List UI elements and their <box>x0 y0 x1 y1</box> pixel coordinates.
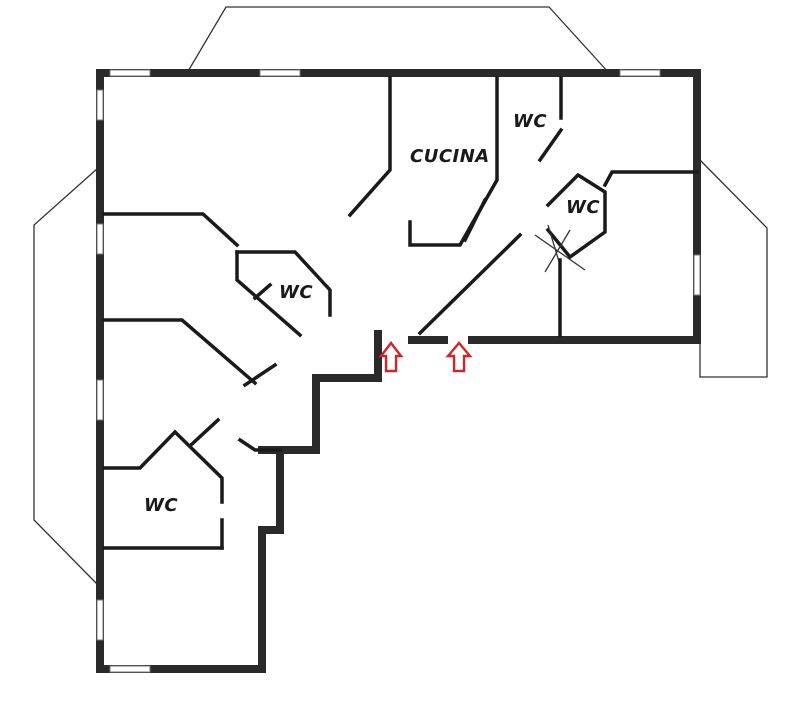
terrace-outlines <box>33 6 768 586</box>
room-label-wc-top: WC <box>513 111 548 132</box>
arrow-up-outline-icon <box>378 341 404 373</box>
room-label-wc-right: WC <box>566 197 601 218</box>
entrance-arrows <box>378 341 473 373</box>
room-label-cucina: CUCINA <box>410 146 490 167</box>
interior-walls <box>102 76 699 550</box>
outer-walls <box>96 69 701 673</box>
room-label-wc-bottom: WC <box>144 495 179 516</box>
arrow-up-outline-icon <box>445 341 473 373</box>
room-label-wc-middle: WC <box>279 282 314 303</box>
